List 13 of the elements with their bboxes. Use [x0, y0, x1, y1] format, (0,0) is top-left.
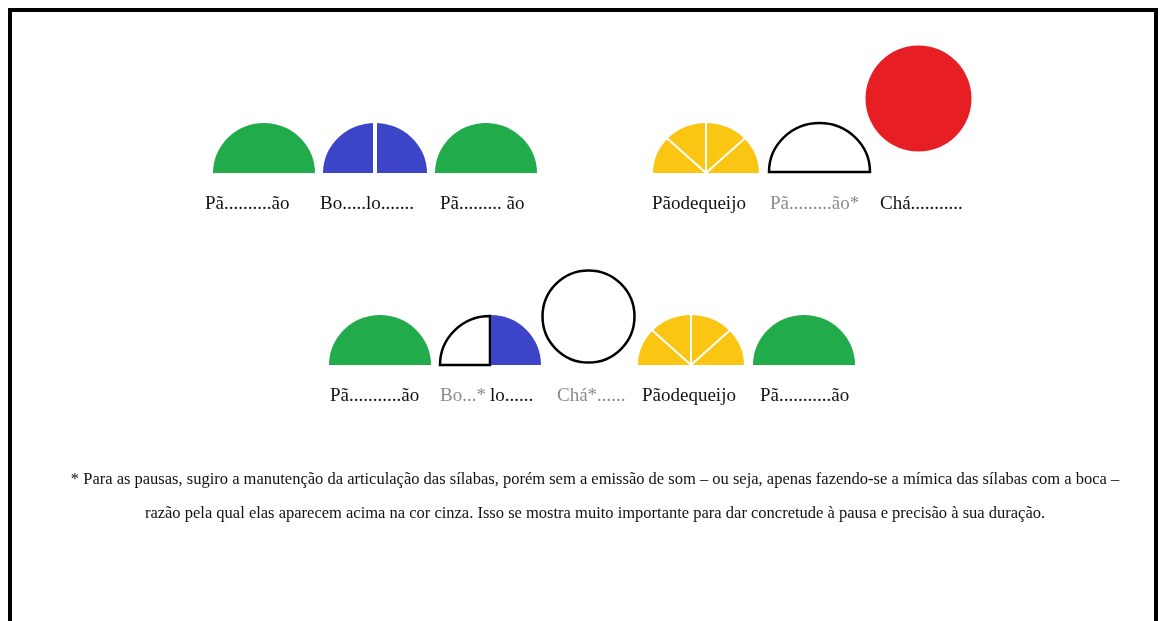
syllable-label: Pã...........ão — [330, 384, 420, 406]
syllable-label: Pã...........ão — [760, 384, 850, 406]
syllable-label: lo...... — [490, 384, 534, 406]
footnote-text: * Para as pausas, sugiro a manutenção da articulação das sílabas, porém sem a emissão de som – ou seja, apenas fazendo-se a mímica das sílabas com a boca – razão pela qual elas aparecem acima na cor cinza. Isso se mostra muito importante para dar concretude à pausa e precisão à sua duração. — [69, 468, 1121, 524]
syllable-label: Chá*...... — [557, 384, 626, 406]
syllable-label: Bo.....lo....... — [320, 192, 414, 214]
syllable-label: Pã.........ão* — [770, 192, 860, 214]
syllable-label: Pãodequeijo — [642, 384, 736, 406]
syllable-label: Bo...* — [440, 384, 486, 406]
syllable-label: Chá........... — [880, 192, 963, 214]
syllable-label: Pã......... ão — [440, 192, 525, 214]
syllable-label: Pãodequeijo — [652, 192, 746, 214]
syllable-label: Pã..........ão — [205, 192, 290, 214]
